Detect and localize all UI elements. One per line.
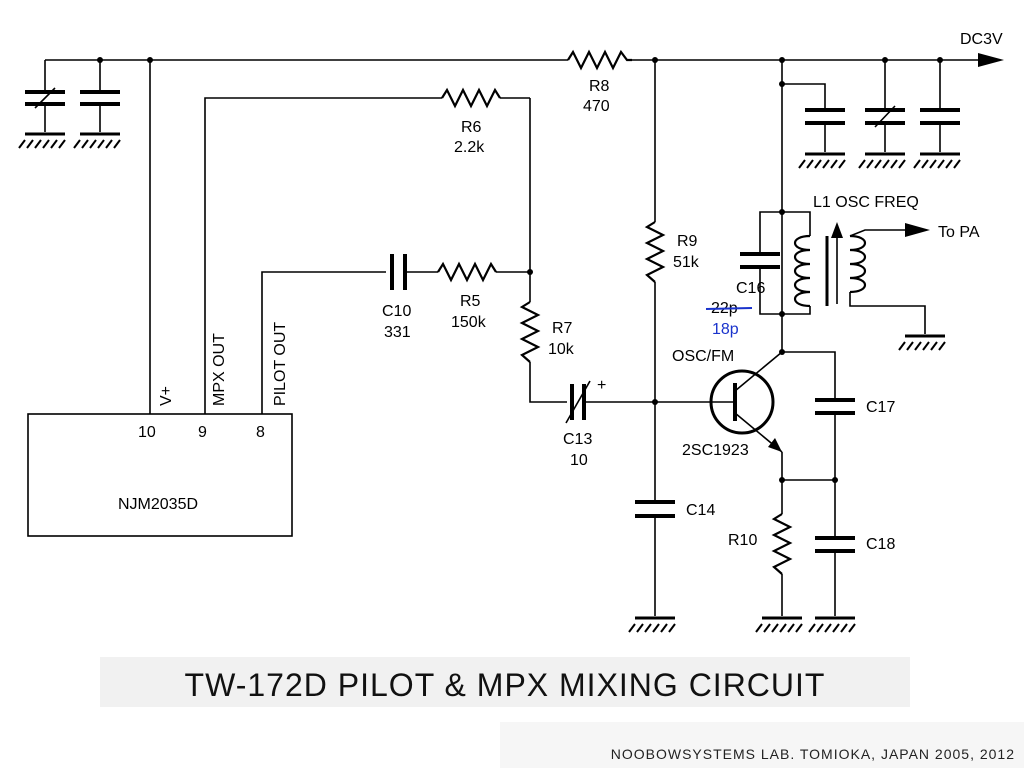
collector-decoupling-cap [782,83,847,170]
mpx-out-label: MPX OUT [211,333,228,406]
ic-njm2035d [27,413,293,537]
capacitor-c14 [627,500,677,634]
r7-value: 10k [548,341,575,358]
r7-name: R7 [552,320,573,337]
resistor-r8 [567,49,632,71]
c16-strikethrough [705,307,753,310]
capacitor-c10 [390,254,438,290]
mpx-wire [204,97,442,414]
credit-background [500,722,1024,768]
capacitor-c13 [565,380,655,424]
r5-value: 150k [451,314,487,331]
dc3v-label: DC3V [960,31,1003,48]
r9-name: R9 [677,233,698,250]
r5-name: R5 [460,293,481,310]
c13-name: C13 [563,431,592,448]
capacitor-c18 [807,480,857,634]
left-ceramic-cap [72,60,122,150]
r9-value: 51k [673,254,700,271]
l1-label: L1 OSC FREQ [813,194,919,211]
credit-line: NOOBOWSYSTEMS LAB. TOMIOKA, JAPAN 2005, … [610,746,1015,762]
right-ceramic-cap [912,57,962,170]
resistor-r9 [644,221,666,283]
supply-rail [45,53,1004,67]
diagram-title: TW-172D PILOT & MPX MIXING CIRCUIT [184,667,826,703]
ic-pin-10: 10 [138,424,156,441]
r10-name: R10 [728,532,757,549]
c13-value: 10 [570,452,588,469]
resistor-r7 [519,301,567,403]
c17-name: C17 [866,399,895,416]
r6-value: 2.2k [454,139,485,156]
coil-l1 [782,211,947,352]
v-plus-label: V+ [158,386,175,406]
r8-name: R8 [589,78,610,95]
title-background [100,657,910,707]
capacitor-c17 [782,351,855,480]
resistor-r6 [441,87,530,109]
c14-name: C14 [686,502,715,519]
c16-name: C16 [736,280,765,297]
resistor-r10 [754,480,804,634]
r6-name: R6 [461,119,482,136]
right-electrolytic-cap [857,57,907,170]
c16-new-value: 18p [712,321,739,338]
pilot-out-label: PILOT OUT [272,322,289,406]
c10-value: 331 [384,324,411,341]
to-pa-label: To PA [938,224,980,241]
c13-polarity: + [597,377,606,394]
pilot-wire [261,271,386,414]
q1-label: OSC/FM [672,348,734,365]
c10-name: C10 [382,303,411,320]
capacitor-c16 [740,211,782,315]
ic-name: NJM2035D [118,496,198,513]
resistor-r5 [437,261,530,283]
r8-value: 470 [583,98,610,115]
left-electrolytic-cap [17,60,67,150]
transistor-q1 [655,351,783,453]
ic-pin-8: 8 [256,424,265,441]
ic-pin-9: 9 [198,424,207,441]
c18-name: C18 [866,536,895,553]
q1-part: 2SC1923 [682,442,749,459]
emitter-wire [781,452,835,481]
